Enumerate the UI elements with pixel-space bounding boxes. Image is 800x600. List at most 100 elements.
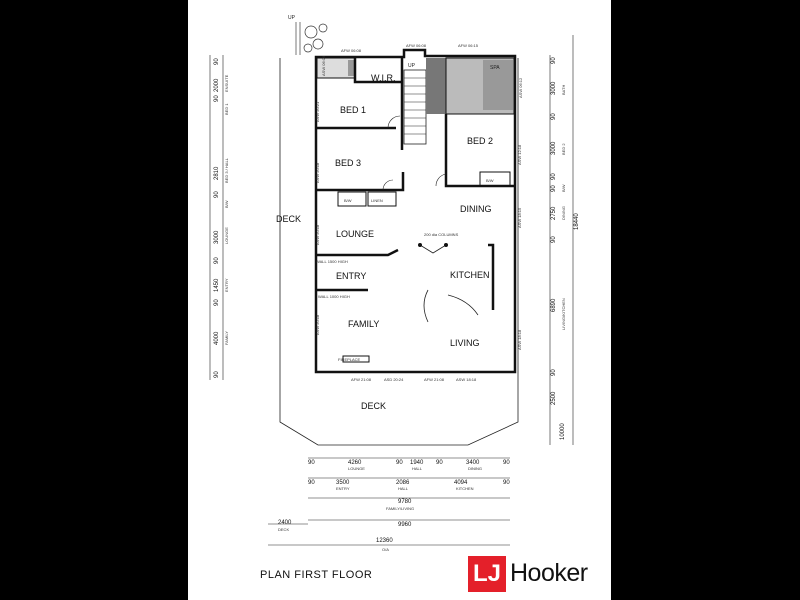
bottom-row2-0: 90 bbox=[308, 480, 315, 486]
left-dim-3: 2810 bbox=[214, 166, 220, 180]
right-label-1: BED 2 bbox=[561, 143, 566, 155]
bottom-row1-label-2: DINING bbox=[468, 466, 482, 471]
bottom-row1-1: 4260 bbox=[348, 460, 362, 466]
right-dimension-chain: 90 3000 BATH 90 3000 BED 2 90 90 B/W 275… bbox=[549, 35, 580, 445]
ensuite-fixture bbox=[348, 60, 354, 76]
window-afw-0615: AFW 06:15 bbox=[458, 43, 479, 48]
bottom-row1-label-0: LOUNGE bbox=[348, 466, 365, 471]
kitchen-bench bbox=[488, 243, 495, 310]
room-label-bed3: BED 3 bbox=[335, 158, 361, 168]
window-afw-0608-b: AFW 06:08 bbox=[406, 43, 427, 48]
right-label-3: DINING bbox=[561, 206, 566, 220]
left-dim-9: 4000 bbox=[214, 331, 220, 345]
floor-plan-drawing: BED 1 BED 2 BED 3 W.I.R. LOUNGE DINING E… bbox=[209, 15, 580, 552]
right-dim-2: 90 bbox=[551, 113, 557, 120]
note-wall-1500: WALL 1500 HIGH bbox=[316, 259, 348, 264]
brand-logo-mark: LJ bbox=[468, 555, 506, 592]
label-linen: LINEN bbox=[371, 198, 383, 203]
bottom-row5-left-label: DECK bbox=[278, 527, 289, 532]
left-dim-4: 90 bbox=[214, 191, 220, 198]
bottom-row1-4: 90 bbox=[436, 460, 443, 466]
right-dim-1: 3000 bbox=[551, 81, 557, 95]
door-bed3 bbox=[382, 179, 394, 191]
window-asw-1818-b: ASW 18:18 bbox=[456, 377, 477, 382]
columns-line bbox=[419, 244, 447, 254]
left-label-2: BED 3 / HALL bbox=[224, 157, 229, 183]
door-bed1 bbox=[387, 115, 401, 129]
window-asw-1815: ASW 18:15 bbox=[517, 207, 522, 228]
label-up-stair: UP bbox=[408, 63, 416, 69]
left-dim-2: 90 bbox=[214, 95, 220, 102]
spa-bath bbox=[483, 60, 513, 110]
room-label-dining: DINING bbox=[460, 204, 492, 214]
bottom-row2-label-2: KITCHEN bbox=[456, 486, 474, 491]
room-label-deck-bottom: DECK bbox=[361, 401, 386, 411]
right-label-2: B/W bbox=[561, 184, 566, 192]
linen-cupboard bbox=[367, 191, 397, 207]
room-label-living: LIVING bbox=[450, 338, 480, 348]
window-asw-2018-a: ASW 20:18 bbox=[315, 162, 320, 183]
bathroom-shower bbox=[426, 58, 446, 114]
lounge-wall bbox=[317, 248, 399, 257]
deck-outline bbox=[279, 58, 519, 446]
door-bed2 bbox=[435, 173, 447, 187]
bottom-row2-label-1: HALL bbox=[398, 486, 409, 491]
bottom-row6: 12360 bbox=[376, 538, 393, 544]
window-asw-1215: ASW 12:18 bbox=[517, 144, 522, 165]
right-label-4: LIVING/KITCHEN bbox=[561, 298, 566, 330]
bottom-row3: 9780 bbox=[398, 499, 412, 505]
bed3-robe bbox=[337, 191, 367, 207]
right-dim-12: 10000 bbox=[560, 423, 566, 440]
left-label-3: B/W bbox=[224, 200, 229, 208]
bottom-row6-label: O/A bbox=[382, 547, 389, 552]
room-label-bed1: BED 1 bbox=[340, 105, 366, 115]
bed3-walls bbox=[317, 172, 405, 192]
left-label-0: ENSUITE bbox=[224, 74, 229, 92]
label-bw-bed3: B/W bbox=[344, 198, 352, 203]
room-label-kitchen: KITCHEN bbox=[450, 270, 490, 280]
left-dimension-chain: 90 2000 ENSUITE 90 BED 1 2810 BED 3 / HA… bbox=[209, 55, 229, 380]
floor-plan-sheet: BED 1 BED 2 BED 3 W.I.R. LOUNGE DINING E… bbox=[188, 0, 611, 600]
room-label-bed2: BED 2 bbox=[467, 136, 493, 146]
window-afw-2108-b: AFW 21:08 bbox=[424, 377, 445, 382]
right-dim-5: 90 bbox=[551, 185, 557, 192]
bottom-row1-5: 3400 bbox=[466, 460, 480, 466]
bottom-row1-3: 1940 bbox=[410, 460, 424, 466]
right-dim-4: 90 bbox=[551, 173, 557, 180]
brand-logo: LJ Hooker bbox=[466, 553, 605, 594]
bottom-row2-4: 90 bbox=[503, 480, 510, 486]
window-asw-2018-c: ASW 20:18 bbox=[315, 314, 320, 335]
plan-title: PLAN FIRST FLOOR bbox=[260, 569, 373, 581]
garden-plants bbox=[295, 22, 328, 55]
bottom-row5-left: 2400 bbox=[278, 520, 292, 526]
bottom-row2-label-0: ENTRY bbox=[336, 486, 350, 491]
bottom-row1-6: 90 bbox=[503, 460, 510, 466]
window-asd-2024: ASD 20:24 bbox=[384, 377, 404, 382]
room-label-wir: W.I.R. bbox=[371, 73, 396, 83]
bottom-row3-label: FAMILY/LIVING bbox=[386, 506, 414, 511]
window-asw-1818-a: ASW 18:18 bbox=[517, 329, 522, 350]
bottom-dimension-chain: 90 4260 90 1940 90 3400 90 LOUNGE HALL D… bbox=[268, 457, 510, 552]
note-columns: 200 dia COLUMNS bbox=[424, 232, 459, 237]
bottom-row2-1: 3500 bbox=[336, 480, 350, 486]
wir-walls bbox=[353, 58, 402, 84]
room-label-entry: ENTRY bbox=[336, 271, 366, 281]
note-fireplace: FIREPLACE bbox=[338, 357, 361, 362]
bottom-row2-3: 4094 bbox=[454, 480, 468, 486]
label-up-top: UP bbox=[288, 15, 296, 21]
window-asw-0612: ASW 06:12 bbox=[518, 77, 523, 98]
left-label-4: LOUNGE bbox=[224, 227, 229, 244]
room-label-spa: SPA bbox=[490, 65, 500, 71]
bottom-row1-0: 90 bbox=[308, 460, 315, 466]
left-dim-7: 1450 bbox=[214, 278, 220, 292]
fireplace bbox=[342, 355, 370, 363]
right-dim-10: 2500 bbox=[551, 391, 557, 405]
bottom-row4: 9960 bbox=[398, 522, 412, 528]
right-dim-0: 90 bbox=[551, 57, 557, 64]
column-2 bbox=[444, 243, 448, 247]
left-dim-1: 2000 bbox=[214, 78, 220, 92]
bottom-row1-label-1: HALL bbox=[412, 466, 423, 471]
window-asw-2018-b: ASW 20:18 bbox=[315, 224, 320, 245]
left-label-6: FAMILY bbox=[224, 331, 229, 345]
left-dim-5: 3000 bbox=[214, 230, 220, 244]
